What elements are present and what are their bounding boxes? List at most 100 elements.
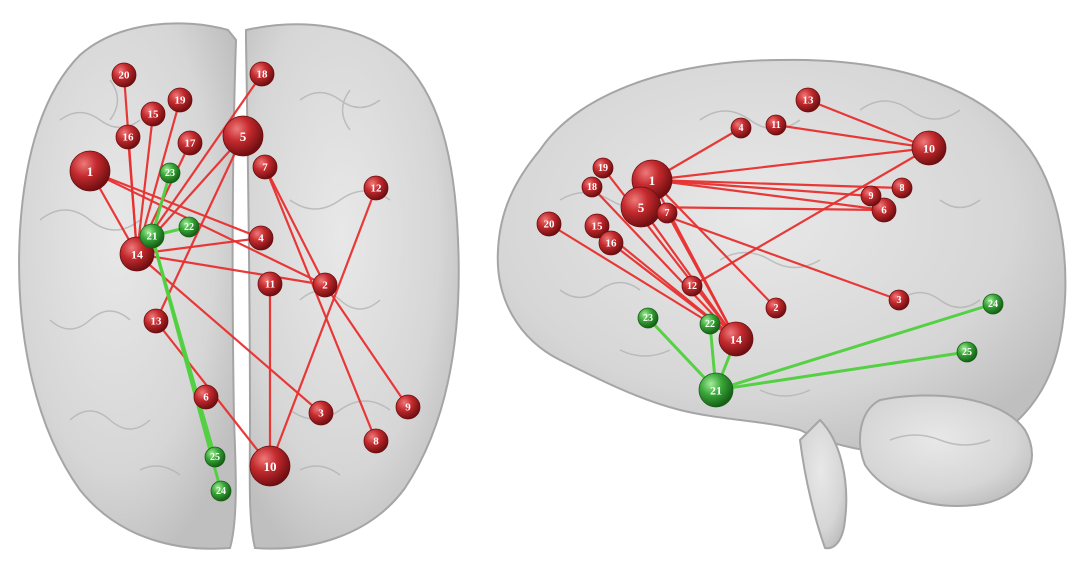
axial-view-node-9-label: 9 — [405, 402, 411, 414]
axial-view-node-17-label: 17 — [185, 138, 197, 150]
axial-view-edge-2-9 — [323, 283, 410, 409]
sagittal-view-edge-13-10 — [806, 98, 931, 150]
sagittal-view-node-19-label: 19 — [598, 163, 608, 174]
axial-view-node-18-label: 18 — [257, 69, 269, 81]
axial-view-node-10-label: 10 — [264, 459, 277, 474]
sagittal-view-node-23-label: 23 — [643, 313, 653, 324]
axial-view-node-4-sphere — [248, 225, 274, 251]
sagittal-view-node-20-sphere — [536, 211, 562, 237]
axial-view-node-19-sphere — [167, 87, 193, 113]
sagittal-view-node-24-sphere — [982, 293, 1004, 315]
sagittal-view-node-11: 11 — [765, 114, 787, 136]
sagittal-view-node-21: 21 — [698, 372, 734, 408]
axial-view-node-1-label: 1 — [87, 164, 94, 179]
axial-view-node-21-label: 21 — [147, 231, 158, 243]
sagittal-view-node-5-label: 5 — [638, 200, 645, 215]
sagittal-view-edge-1-10 — [650, 146, 931, 182]
sagittal-view-node-16: 16 — [598, 230, 624, 256]
sagittal-view-node-11-sphere — [765, 114, 787, 136]
axial-view-node-20-label: 20 — [119, 70, 131, 82]
axial-view-node-24-sphere — [210, 480, 232, 502]
axial-view-node-5: 5 — [222, 115, 264, 157]
sagittal-view-edge-5-6 — [639, 205, 886, 212]
sagittal-view-node-21-sphere — [698, 372, 734, 408]
sagittal-view-edge-1-2 — [650, 178, 778, 310]
sagittal-view-node-1-label: 1 — [649, 173, 656, 188]
axial-view-node-15-sphere — [140, 101, 166, 127]
axial-view-node-6-label: 6 — [203, 392, 209, 404]
axial-view-node-21-sphere — [139, 223, 165, 249]
axial-view-edge-14-3 — [135, 252, 323, 415]
sagittal-view-node-18-sphere — [581, 176, 603, 198]
axial-view-node-12-label: 12 — [371, 183, 383, 195]
axial-view-edge-1-2 — [88, 169, 327, 287]
axial-view-node-11-label: 11 — [265, 279, 275, 291]
sagittal-view-edge-21-25 — [714, 350, 969, 392]
axial-view-node-13: 13 — [143, 308, 169, 334]
sagittal-view-node-24: 24 — [982, 293, 1004, 315]
axial-view-node-13-sphere — [143, 308, 169, 334]
sagittal-view-node-7-sphere — [656, 202, 678, 224]
axial-view-node-18: 18 — [249, 61, 275, 87]
axial-view-node-12-sphere — [363, 175, 389, 201]
axial-view-node-12: 12 — [363, 175, 389, 201]
axial-view-node-22: 22 — [178, 216, 200, 238]
sagittal-view-node-24-label: 24 — [988, 299, 998, 310]
sagittal-view-node-21-label: 21 — [710, 384, 722, 398]
sagittal-view-edge-18-14 — [590, 185, 738, 341]
sagittal-view-node-5: 5 — [620, 186, 662, 228]
axial-view-edge-14-16 — [126, 135, 139, 256]
axial-view-node-2-sphere — [312, 272, 338, 298]
sagittal-view-node-13: 13 — [795, 87, 821, 113]
axial-view-node-7-sphere — [252, 154, 278, 180]
axial-view-node-1-sphere — [69, 150, 111, 192]
axial-view-node-7-label: 7 — [262, 162, 268, 174]
axial-view-node-19-label: 19 — [175, 95, 187, 107]
axial-view-node-4: 4 — [248, 225, 274, 251]
sagittal-view-node-4-label: 4 — [739, 123, 744, 134]
sagittal-view-edge-1-6 — [650, 178, 886, 212]
sagittal-view-edge-1-9 — [650, 178, 873, 198]
axial-view-node-9: 9 — [395, 394, 421, 420]
sagittal-view-node-22-sphere — [699, 313, 721, 335]
sagittal-view-node-9-label: 9 — [869, 191, 874, 202]
axial-view-node-5-sphere — [222, 115, 264, 157]
axial-view-node-24: 24 — [210, 480, 232, 502]
axial-view-node-8-label: 8 — [373, 436, 379, 448]
axial-view-node-8-sphere — [363, 428, 389, 454]
axial-view-node-10: 10 — [249, 445, 291, 487]
sagittal-view-node-12: 12 — [681, 275, 703, 297]
sagittal-view-node-6-label: 6 — [881, 205, 887, 217]
axial-view-node-19: 19 — [167, 87, 193, 113]
cerebellum — [859, 394, 1033, 507]
sagittal-view-edge-5-3 — [639, 205, 901, 302]
sagittal-view-node-4-sphere — [730, 117, 752, 139]
axial-view-node-10-sphere — [249, 445, 291, 487]
sagittal-view-node-2-sphere — [765, 297, 787, 319]
sagittal-view-node-18-label: 18 — [587, 182, 597, 193]
sagittal-view-node-25: 25 — [956, 341, 978, 363]
axial-view-node-23: 23 — [159, 162, 181, 184]
brainstem — [798, 418, 848, 550]
sagittal-view-node-11-label: 11 — [771, 120, 780, 131]
axial-view-node-8: 8 — [363, 428, 389, 454]
axial-view-node-2-label: 2 — [322, 280, 328, 292]
sagittal-view-node-7-label: 7 — [665, 208, 670, 219]
axial-view-node-23-label: 23 — [165, 168, 175, 179]
sagittal-view-node-15-label: 15 — [592, 221, 604, 233]
sagittal-view-node-8-label: 8 — [900, 183, 905, 194]
sagittal-view-node-15-sphere — [584, 213, 610, 239]
sagittal-view-node-19-sphere — [592, 157, 614, 179]
sagittal-view-node-9-sphere — [860, 185, 882, 207]
sagittal-view-node-20: 20 — [536, 211, 562, 237]
sagittal-view-node-9: 9 — [860, 185, 882, 207]
sagittal-view-edge-12-10 — [690, 146, 931, 288]
sagittal-view-node-7: 7 — [656, 202, 678, 224]
sagittal-view-node-3: 3 — [888, 289, 910, 311]
axial-view-node-23-sphere — [159, 162, 181, 184]
sagittal-view-node-14-label: 14 — [730, 333, 742, 347]
axial-view-node-25: 25 — [204, 446, 226, 468]
sagittal-view-node-13-label: 13 — [803, 95, 815, 107]
